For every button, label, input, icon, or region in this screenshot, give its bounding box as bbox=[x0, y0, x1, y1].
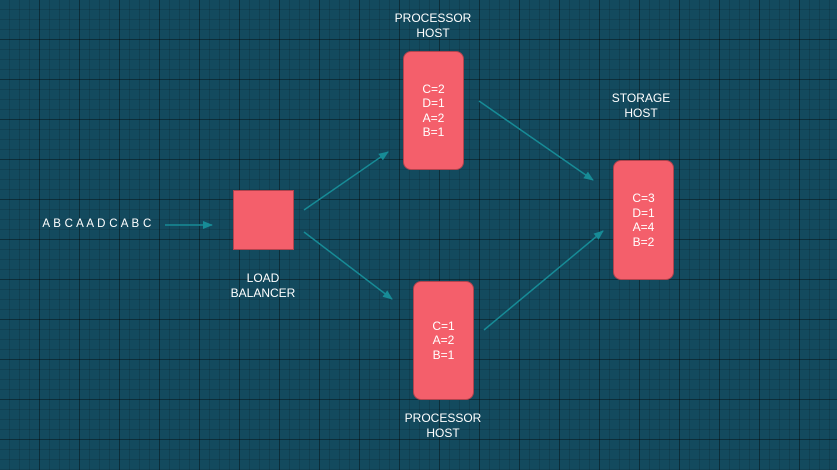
storage-count-a: A=4 bbox=[632, 220, 655, 234]
processor-top-count-b: B=1 bbox=[422, 125, 445, 139]
load-balancer-node bbox=[233, 190, 294, 250]
processor-top-count-c: C=2 bbox=[422, 81, 445, 96]
processor-top-label: PROCESSOR HOST bbox=[383, 11, 483, 41]
arrow-processor-top-to-storage bbox=[478, 100, 594, 181]
processor-bottom-count-c: C=1 bbox=[432, 318, 455, 333]
load-balancer-label-line1: LOAD bbox=[246, 271, 280, 285]
load-balancer-label-line2: BALANCER bbox=[230, 286, 296, 300]
processor-bottom-label-line1: PROCESSOR bbox=[404, 411, 482, 425]
arrow-processor-bottom-to-storage bbox=[483, 230, 604, 331]
processor-top-node: C=2 D=1 A=2 B=1 bbox=[403, 51, 464, 170]
input-stream-label: A B C A A D C A B C bbox=[42, 218, 152, 230]
processor-bottom-node: C=1 A=2 B=1 bbox=[413, 281, 474, 400]
storage-count-d: D=1 bbox=[632, 205, 655, 220]
processor-bottom-label-line2: HOST bbox=[426, 426, 460, 440]
storage-label-line2: HOST bbox=[624, 106, 658, 120]
processor-bottom-count-b: B=1 bbox=[432, 347, 455, 362]
storage-node: C=3 D=1 A=4 B=2 bbox=[613, 160, 674, 280]
processor-top-label-line1: PROCESSOR bbox=[394, 11, 472, 25]
processor-top-label-line2: HOST bbox=[416, 26, 450, 40]
load-balancer-label: LOAD BALANCER bbox=[213, 271, 313, 301]
storage-count-b: B=2 bbox=[632, 234, 655, 249]
processor-top-count-d: D=1 bbox=[422, 96, 445, 110]
processor-bottom-count-a: A=2 bbox=[432, 333, 455, 348]
processor-bottom-label: PROCESSOR HOST bbox=[393, 411, 493, 441]
arrow-load-balancer-to-processor-top bbox=[303, 151, 389, 211]
storage-label-line1: STORAGE bbox=[611, 91, 671, 105]
arrow-load-balancer-to-processor-bottom bbox=[303, 231, 393, 300]
processor-top-count-a: A=2 bbox=[422, 110, 445, 125]
storage-label: STORAGE HOST bbox=[591, 91, 691, 121]
storage-count-c: C=3 bbox=[632, 191, 655, 205]
